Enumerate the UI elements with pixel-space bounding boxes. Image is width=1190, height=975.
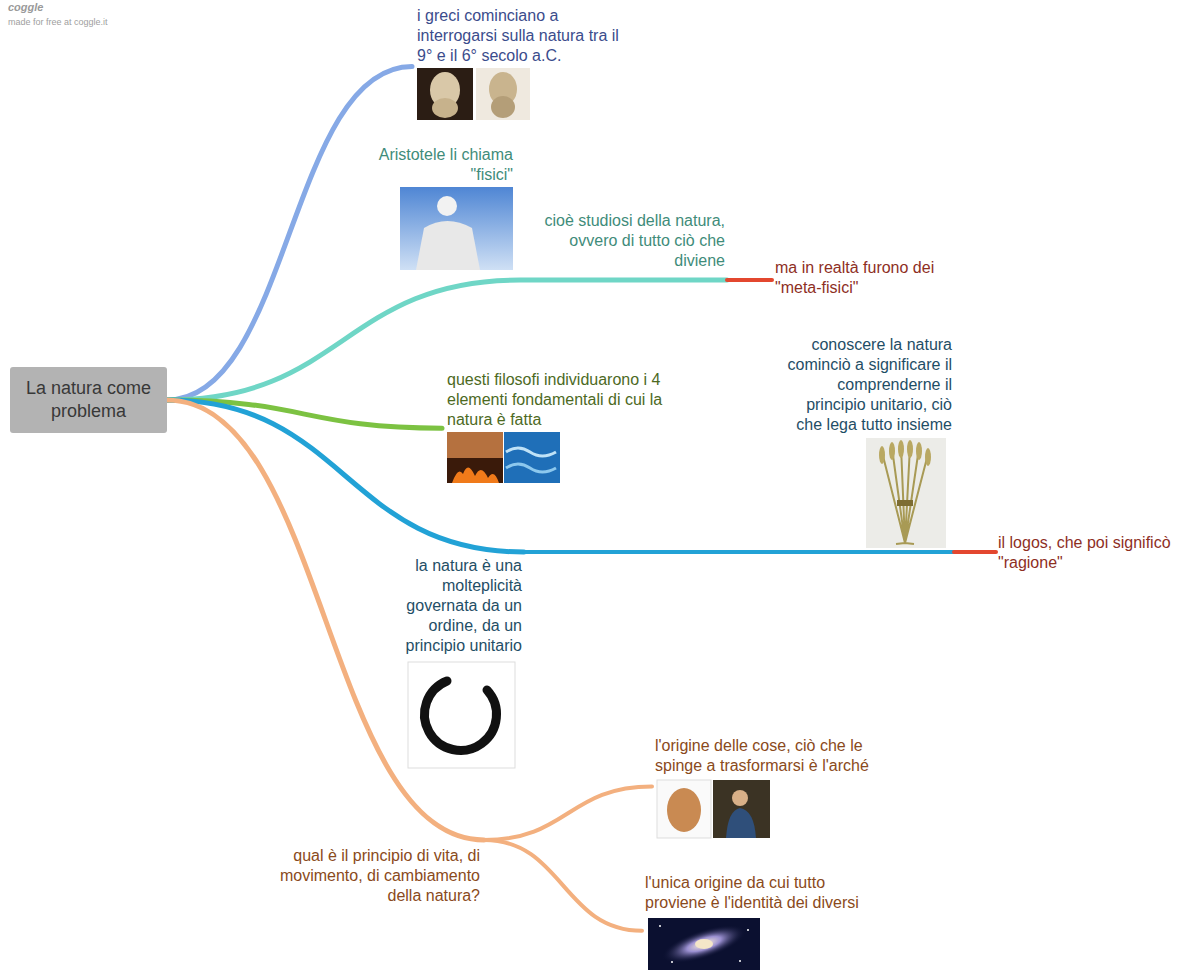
earth-tile [447,432,503,458]
wheat-tie [897,500,913,506]
fire-flames [452,467,499,483]
wheat-ear [907,440,913,458]
branch-connector [954,550,996,554]
label-slot: made for free at coggle.it [8,17,178,28]
bust-ground [417,68,473,120]
node-text: Aristotele li chiama "fisici" [355,145,513,185]
text-slot: conoscere la natura cominciò a significa… [778,335,952,435]
node-text: il logos, che poi significò "ragione" [998,533,1181,573]
galaxy-core [695,939,713,949]
text-slot: La natura come problema [16,377,161,423]
enso-image [408,662,515,768]
wheat-stalks [882,446,928,544]
text-slot: Aristotele li chiama "fisici" [355,145,513,185]
node-text: cioè studiosi della natura, ovvero di tu… [515,211,725,271]
text-slot: questi filosofi individuarono i 4 elemen… [447,370,672,430]
text-slot: l'unica origine da cui tutto proviene è … [645,873,885,913]
wheat-ear [889,442,895,460]
painting-image [713,780,770,838]
branch-connector [167,66,412,400]
text-slot: qual è il principio di vita, di moviment… [246,846,480,906]
bust-beard [432,98,458,118]
node-text: qual è il principio di vita, di moviment… [246,846,480,906]
aristotle-statue [400,187,513,270]
topic-node: il logos, che poi significò "ragione" [996,530,1183,576]
water-wave [506,464,556,472]
wheat-ear [925,448,931,466]
painting-ground [713,780,770,838]
fire-tile [447,458,503,483]
topic-node: i greci cominciano a interrogarsi sulla … [412,4,628,124]
branch-connector [524,550,954,554]
enso-circle [425,681,497,750]
star [739,960,741,962]
topic-node: conoscere la natura cominciò a significa… [776,333,954,552]
star [747,929,749,931]
node-text: la natura è una molteplicità governata d… [387,556,522,656]
painting-head [732,790,748,806]
wheat-ear [916,442,922,460]
text-slot: il logos, che poi significò "ragione" [998,533,1181,573]
watermark-text: made for free at coggle.it [8,17,178,28]
text-slot: cioè studiosi della natura, ovvero di tu… [515,211,725,271]
text-slot: l'origine delle cose, ciò che le spinge … [655,736,911,776]
egg-ground [657,780,711,838]
label-slot: coggle [8,1,88,14]
water-tile [504,432,560,483]
four-elements-image [447,432,560,483]
watermark-logo: coggle [8,1,88,14]
text-slot: la natura è una molteplicità governata d… [387,556,522,656]
bust-beard [491,96,515,118]
node-text: l'origine delle cose, ciò che le spinge … [655,736,911,776]
node-text: ma in realtà furono dei "meta-fisici" [775,258,940,298]
galaxy-disc [658,917,750,971]
branch-connector [484,787,652,841]
galaxy-image [648,917,760,971]
bust-ground [476,68,530,120]
painting-robe [726,808,756,838]
wheat-ground [866,438,946,548]
central-topic: La natura come problema [10,367,167,433]
text-slot: ma in realtà furono dei "meta-fisici" [775,258,940,298]
node-text: conoscere la natura cominciò a significa… [778,335,952,435]
topic-node: l'origine delle cose, ciò che le spinge … [652,735,914,838]
egg [667,788,701,832]
node-text: questi filosofi individuarono i 4 elemen… [447,370,672,430]
text-slot: i greci cominciano a interrogarsi sulla … [417,6,627,66]
sky-ground [400,187,513,270]
egg-image [657,780,711,838]
topic-node: questi filosofi individuarono i 4 elemen… [442,369,674,485]
topic-node: Aristotele li chiama "fisici"cioè studio… [355,143,727,280]
water-wave [506,448,556,456]
philosopher-busts [417,68,530,120]
wheat-sheaf-image [866,438,946,548]
node-text: i greci cominciano a interrogarsi sulla … [417,6,627,66]
branch-connector [727,278,772,282]
node-text: La natura come problema [16,377,161,423]
statue-body [416,221,480,270]
wheat-ear [879,446,885,464]
topic-node: ma in realtà furono dei "meta-fisici" [772,257,942,300]
topic-node: l'unica origine da cui tutto proviene è … [642,872,898,970]
wheat-ear [898,440,904,458]
star [659,925,661,927]
galaxy-ground [648,918,760,970]
node-text: l'unica origine da cui tutto proviene è … [645,873,885,913]
topic-node: qual è il principio di vita, di moviment… [244,840,484,920]
star [671,961,673,963]
statue-head [437,196,457,216]
branch-connector [484,840,642,931]
topic-node: la natura è una molteplicità governata d… [385,552,524,770]
enso-frame [408,662,515,768]
